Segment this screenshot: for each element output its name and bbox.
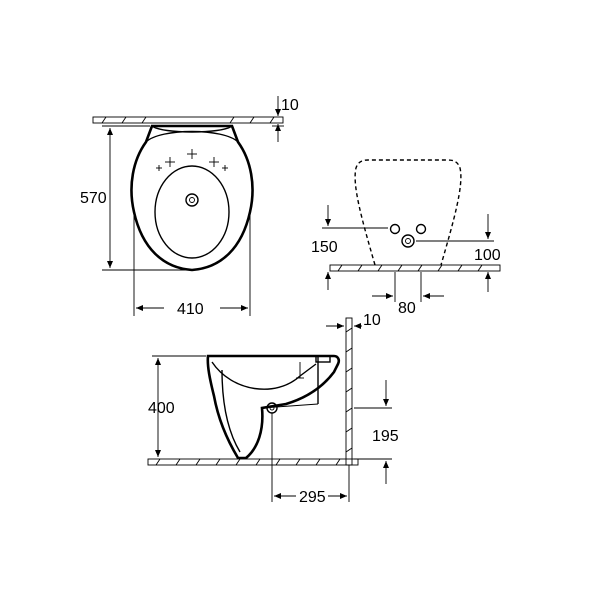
dim-width: 410 [133, 210, 251, 318]
top-view-bidet [130, 124, 254, 272]
dim-outlet-height: 100 [416, 214, 501, 292]
dim-fixing-spacing-label: 80 [398, 300, 416, 317]
dim-rim-height: 400 [148, 355, 206, 457]
dim-side-wall-gap-label: 10 [363, 312, 381, 329]
tap-hole-marks [156, 149, 228, 171]
dim-waste-height-label: 195 [372, 428, 399, 445]
dim-projection-label: 295 [299, 489, 326, 506]
rear-view-holes [389, 223, 427, 248]
dim-outlet-height-label: 100 [474, 247, 501, 264]
dim-depth: 570 [80, 125, 190, 271]
dim-depth-label: 570 [80, 190, 107, 207]
dim-inlet-height: 150 [311, 205, 388, 290]
dim-projection: 295 [271, 413, 350, 506]
side-view-bidet [206, 354, 341, 460]
side-view: 10 400 195 295 [147, 312, 399, 506]
dim-width-label: 410 [177, 301, 204, 318]
top-view-wall [92, 116, 284, 124]
dim-inlet-height-label: 150 [311, 239, 338, 256]
rear-view-floor [329, 264, 501, 272]
rear-view-bidet-outline [354, 159, 462, 266]
side-view-floor [147, 458, 359, 466]
dim-rim-height-label: 400 [148, 400, 175, 417]
top-view: 10 570 410 [80, 96, 299, 318]
dim-waste-height: 195 [354, 380, 399, 484]
dim-top-wall-gap-label: 10 [281, 97, 299, 114]
rear-view: 150 100 80 [311, 159, 501, 317]
dim-top-wall-gap: 10 [272, 96, 299, 142]
dim-side-wall-gap: 10 [326, 312, 381, 329]
side-view-wall [345, 317, 353, 466]
dim-fixing-spacing: 80 [372, 272, 444, 317]
